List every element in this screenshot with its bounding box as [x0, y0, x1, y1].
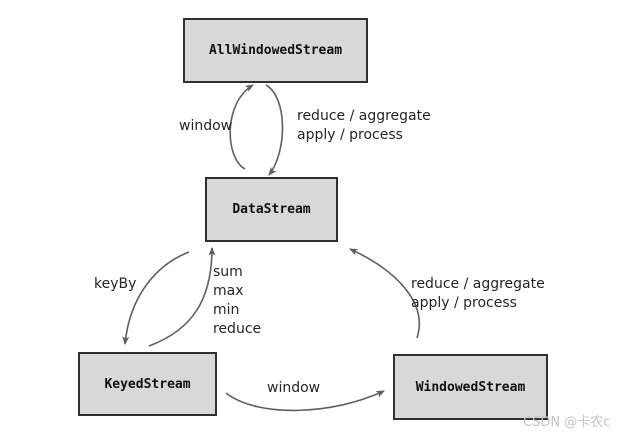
- node-windowedstream: WindowedStream: [393, 354, 548, 420]
- edge-label-line: min: [213, 302, 240, 318]
- edge-keyedstream-to-datastream: [148, 247, 216, 347]
- edge-windowedstream-to-datastream: [349, 248, 420, 339]
- edge-datastream-to-allwindowedstream: [229, 84, 254, 170]
- edge-label-reduce-aggregate-top: reduce / aggregate apply / process: [297, 107, 431, 145]
- node-datastream: DataStream: [205, 177, 338, 242]
- edge-label-window-bottom: window: [267, 380, 321, 396]
- edge-allwindowedstream-to-datastream: [265, 84, 284, 176]
- edge-label-reduce-aggregate-right: reduce / aggregate apply / process: [411, 275, 545, 313]
- edge-keyedstream-to-windowedstream: [225, 390, 385, 412]
- edge-label-line: sum: [213, 264, 243, 280]
- csdn-watermark: CSDN @卡农c: [523, 415, 611, 430]
- node-windowedstream-label: WindowedStream: [415, 379, 526, 395]
- edge-datastream-to-keyedstream: [122, 251, 190, 345]
- edge-label-keyby: keyBy: [94, 276, 137, 292]
- node-allwindowedstream: AllWindowedStream: [183, 18, 368, 83]
- edge-label-aggregations: sum max min reduce: [213, 263, 261, 339]
- edge-label-line: reduce / aggregate: [297, 108, 431, 124]
- edge-label-line: apply / process: [297, 127, 403, 143]
- edge-label-line: apply / process: [411, 295, 517, 311]
- node-allwindowedstream-label: AllWindowedStream: [208, 43, 343, 58]
- node-keyedstream: KeyedStream: [78, 352, 217, 416]
- edge-label-line: reduce: [213, 321, 262, 337]
- edge-label-line: max: [213, 283, 244, 299]
- node-datastream-label: DataStream: [232, 202, 311, 217]
- edge-label-window-top: window: [179, 118, 233, 134]
- node-keyedstream-label: KeyedStream: [104, 376, 191, 392]
- edge-label-line: reduce / aggregate: [411, 276, 545, 292]
